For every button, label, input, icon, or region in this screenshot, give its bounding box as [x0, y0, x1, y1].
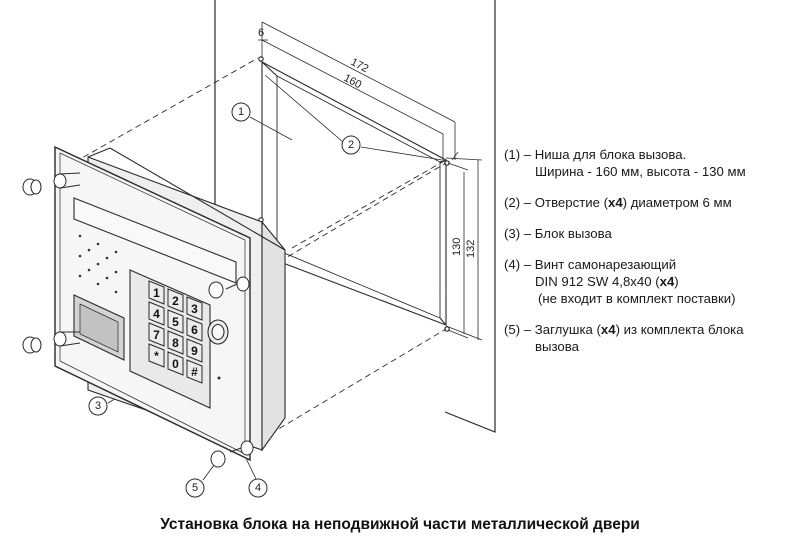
speaker-hole	[105, 256, 109, 260]
keypad-key-star: *	[148, 343, 165, 368]
keypad-key-label: 2	[172, 294, 179, 308]
keypad-key-label: 9	[191, 344, 198, 358]
speaker-hole	[96, 242, 100, 246]
callout-circles	[88, 102, 361, 498]
display-window	[73, 197, 237, 284]
keypad-key-label: 4	[153, 307, 160, 321]
keypad-key-4: 4	[148, 301, 165, 326]
screw	[225, 276, 250, 292]
speaker-hole	[105, 276, 109, 280]
keypad-key-label: 6	[191, 323, 198, 337]
dim-label-160: 160	[342, 72, 364, 91]
speaker-hole	[87, 248, 91, 252]
keypad-key-7: 7	[148, 322, 165, 347]
speaker-hole	[114, 250, 118, 254]
plugs	[22, 178, 226, 468]
callout-4: 4	[255, 482, 261, 494]
screw	[229, 440, 254, 456]
keypad-key-5: 5	[167, 309, 184, 334]
keypad-key-label: 0	[172, 357, 179, 371]
callout-circle	[341, 135, 361, 155]
speaker-hole	[114, 290, 118, 294]
screw	[53, 172, 81, 189]
speaker-hole	[78, 274, 82, 278]
keypad-key-9: 9	[186, 338, 203, 363]
keypad-key-8: 8	[167, 330, 184, 355]
callout-circle	[88, 396, 108, 416]
keypad-key-label: 5	[172, 315, 179, 329]
keypad-keys: 123 456 789 * 0 #	[148, 280, 203, 384]
dim-label-172: 172	[349, 56, 371, 75]
speaker-grille	[78, 234, 118, 294]
keypad-key-label: 7	[153, 328, 160, 342]
diagram-caption: Установка блока на неподвижной части мет…	[160, 516, 640, 533]
block-side	[261, 220, 286, 452]
legend-item-4: (4) – Винт самонарезающий DIN 912 SW 4,8…	[504, 257, 736, 306]
speaker-hole	[96, 282, 100, 286]
plug	[210, 450, 226, 468]
speaker-hole	[78, 234, 82, 238]
keypad-key-3: 3	[186, 296, 203, 321]
screw	[53, 331, 81, 347]
speaker-hole	[87, 268, 91, 272]
keypad-key-hash: #	[186, 359, 203, 384]
callout-circle	[248, 478, 268, 498]
dim-label-132: 132	[465, 240, 477, 258]
legend-item-1: (1) – Ниша для блока вызова. Ширина - 16…	[504, 147, 746, 179]
legend: (1) – Ниша для блока вызова. Ширина - 16…	[504, 146, 794, 369]
speaker-hole	[78, 254, 82, 258]
callout-circle	[231, 102, 251, 122]
dim-label-130: 130	[451, 238, 463, 256]
speaker-hole	[96, 262, 100, 266]
legend-item-5: (5) – Заглушка (x4) из комплекта блока в…	[504, 322, 744, 354]
callout-1: 1	[238, 106, 244, 118]
keypad-key-0: 0	[167, 351, 184, 376]
keypad-key-label: #	[191, 365, 198, 379]
screws	[53, 172, 254, 456]
legend-item-2: (2) – Отверстие (x4) диаметром 6 мм	[504, 195, 732, 210]
keypad-key-label: 8	[172, 336, 179, 350]
keypad-key-label: *	[154, 349, 159, 363]
keypad-key-label: 3	[191, 302, 198, 316]
callout-5: 5	[192, 482, 198, 494]
callout-3: 3	[95, 400, 101, 412]
niche-opening	[261, 61, 447, 326]
callout-2: 2	[348, 139, 354, 151]
keypad-key-label: 1	[153, 286, 160, 300]
keypad-key-6: 6	[186, 317, 203, 342]
plug	[208, 281, 224, 299]
keypad-key-2: 2	[167, 288, 184, 313]
keypad-key-1: 1	[148, 280, 165, 305]
legend-item-3: (3) – Блок вызова	[504, 226, 612, 241]
dimension-lines	[258, 21, 483, 341]
dim-label-6: 6	[258, 27, 264, 39]
mount-hole	[258, 56, 264, 62]
callout-circle	[185, 478, 205, 498]
speaker-hole	[114, 270, 118, 274]
